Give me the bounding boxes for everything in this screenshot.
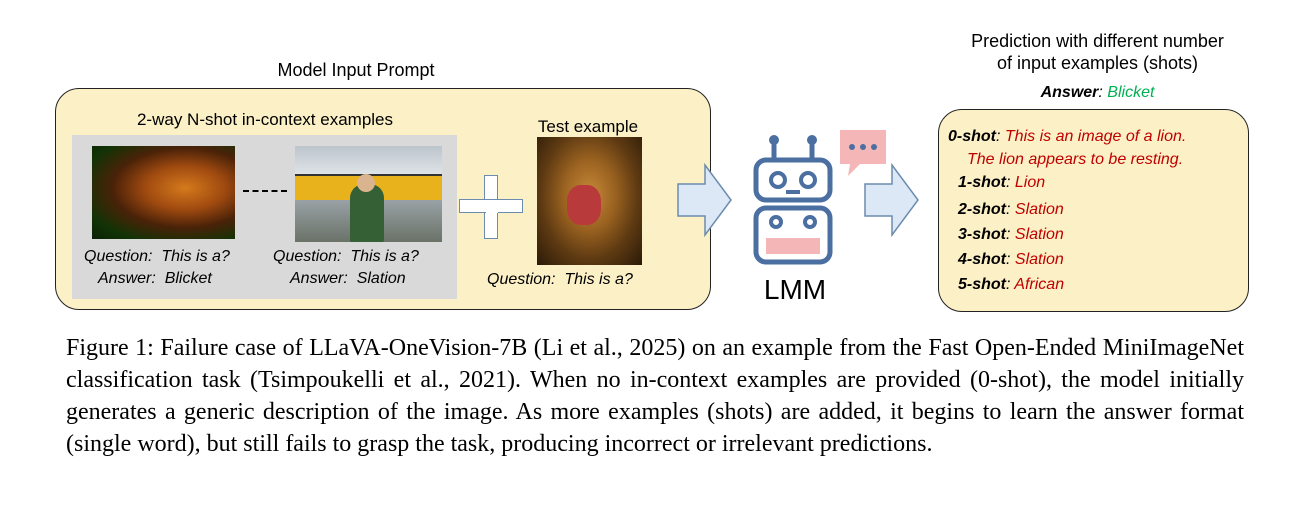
shot-label: 1-shot xyxy=(958,174,1006,191)
test-example-title: Test example xyxy=(537,117,639,136)
person-shape xyxy=(350,184,384,242)
prediction-row: 1-shot: Lion xyxy=(958,174,1045,192)
in-context-examples-title: 2-way N-shot in-context examples xyxy=(136,110,394,129)
roaring-lion-test-image xyxy=(537,137,642,265)
prediction-text: Slation xyxy=(1014,251,1064,268)
prediction-row: 4-shot: Slation xyxy=(958,251,1064,269)
lmm-label: LMM xyxy=(763,274,827,305)
speech-bubble-icon xyxy=(840,130,886,176)
lion-example-image xyxy=(92,146,235,239)
example2-answer: Answer: Slation xyxy=(290,270,406,287)
example1-answer: Answer: Blicket xyxy=(98,270,212,287)
prediction-text: African xyxy=(1014,276,1065,293)
example-separator-dash xyxy=(243,190,287,192)
prediction-title-line1: Prediction with different number xyxy=(971,31,1224,51)
prediction-text: Lion xyxy=(1014,174,1046,191)
prediction-row: 2-shot: Slation xyxy=(958,201,1064,219)
shot-colon: : xyxy=(1006,251,1015,268)
shot-colon: : xyxy=(1006,226,1015,243)
shot-label: 0-shot xyxy=(948,128,996,145)
correct-answer: Answer: Blicket xyxy=(930,84,1265,102)
example2-question: Question: This is a? xyxy=(273,248,419,265)
example1-question: Question: This is a? xyxy=(84,248,230,265)
prediction-text: This is an image of a lion. xyxy=(1004,128,1187,145)
predictions-box xyxy=(938,109,1249,312)
answer-label: Answer xyxy=(1040,84,1099,101)
prediction-text: Slation xyxy=(1014,226,1064,243)
prediction-row: The lion appears to be resting. xyxy=(967,151,1183,169)
answer-value: Blicket xyxy=(1107,84,1155,101)
prediction-row: 0-shot: This is an image of a lion. xyxy=(948,128,1186,146)
plus-icon-center xyxy=(485,200,498,213)
shot-colon: : xyxy=(1006,174,1015,191)
robot-icon xyxy=(753,135,833,265)
prediction-text: Slation xyxy=(1014,201,1064,218)
prediction-text: The lion appears to be resting. xyxy=(967,151,1184,168)
model-input-prompt-title: Model Input Prompt xyxy=(277,60,435,80)
shot-colon: : xyxy=(1006,201,1015,218)
arrow-right-icon-2 xyxy=(864,162,919,238)
prediction-row: 3-shot: Slation xyxy=(958,226,1064,244)
prediction-title: Prediction with different number of inpu… xyxy=(930,30,1265,74)
bus-example-image xyxy=(295,146,442,242)
shot-colon: : xyxy=(1006,276,1015,293)
lion-mouth-shape xyxy=(567,185,601,225)
test-question: Question: This is a? xyxy=(487,271,633,288)
answer-colon: : xyxy=(1098,84,1108,101)
prediction-title-line2: of input examples (shots) xyxy=(996,53,1199,73)
arrow-right-icon xyxy=(677,162,732,238)
shot-label: 5-shot xyxy=(958,276,1006,293)
shot-label: 2-shot xyxy=(958,201,1006,218)
shot-colon: : xyxy=(996,128,1005,145)
shot-label: 3-shot xyxy=(958,226,1006,243)
shot-label: 4-shot xyxy=(958,251,1006,268)
prediction-row: 5-shot: African xyxy=(958,276,1064,294)
figure-caption: Figure 1: Failure case of LLaVA-OneVisio… xyxy=(66,335,1244,457)
person-head-shape xyxy=(357,174,375,192)
